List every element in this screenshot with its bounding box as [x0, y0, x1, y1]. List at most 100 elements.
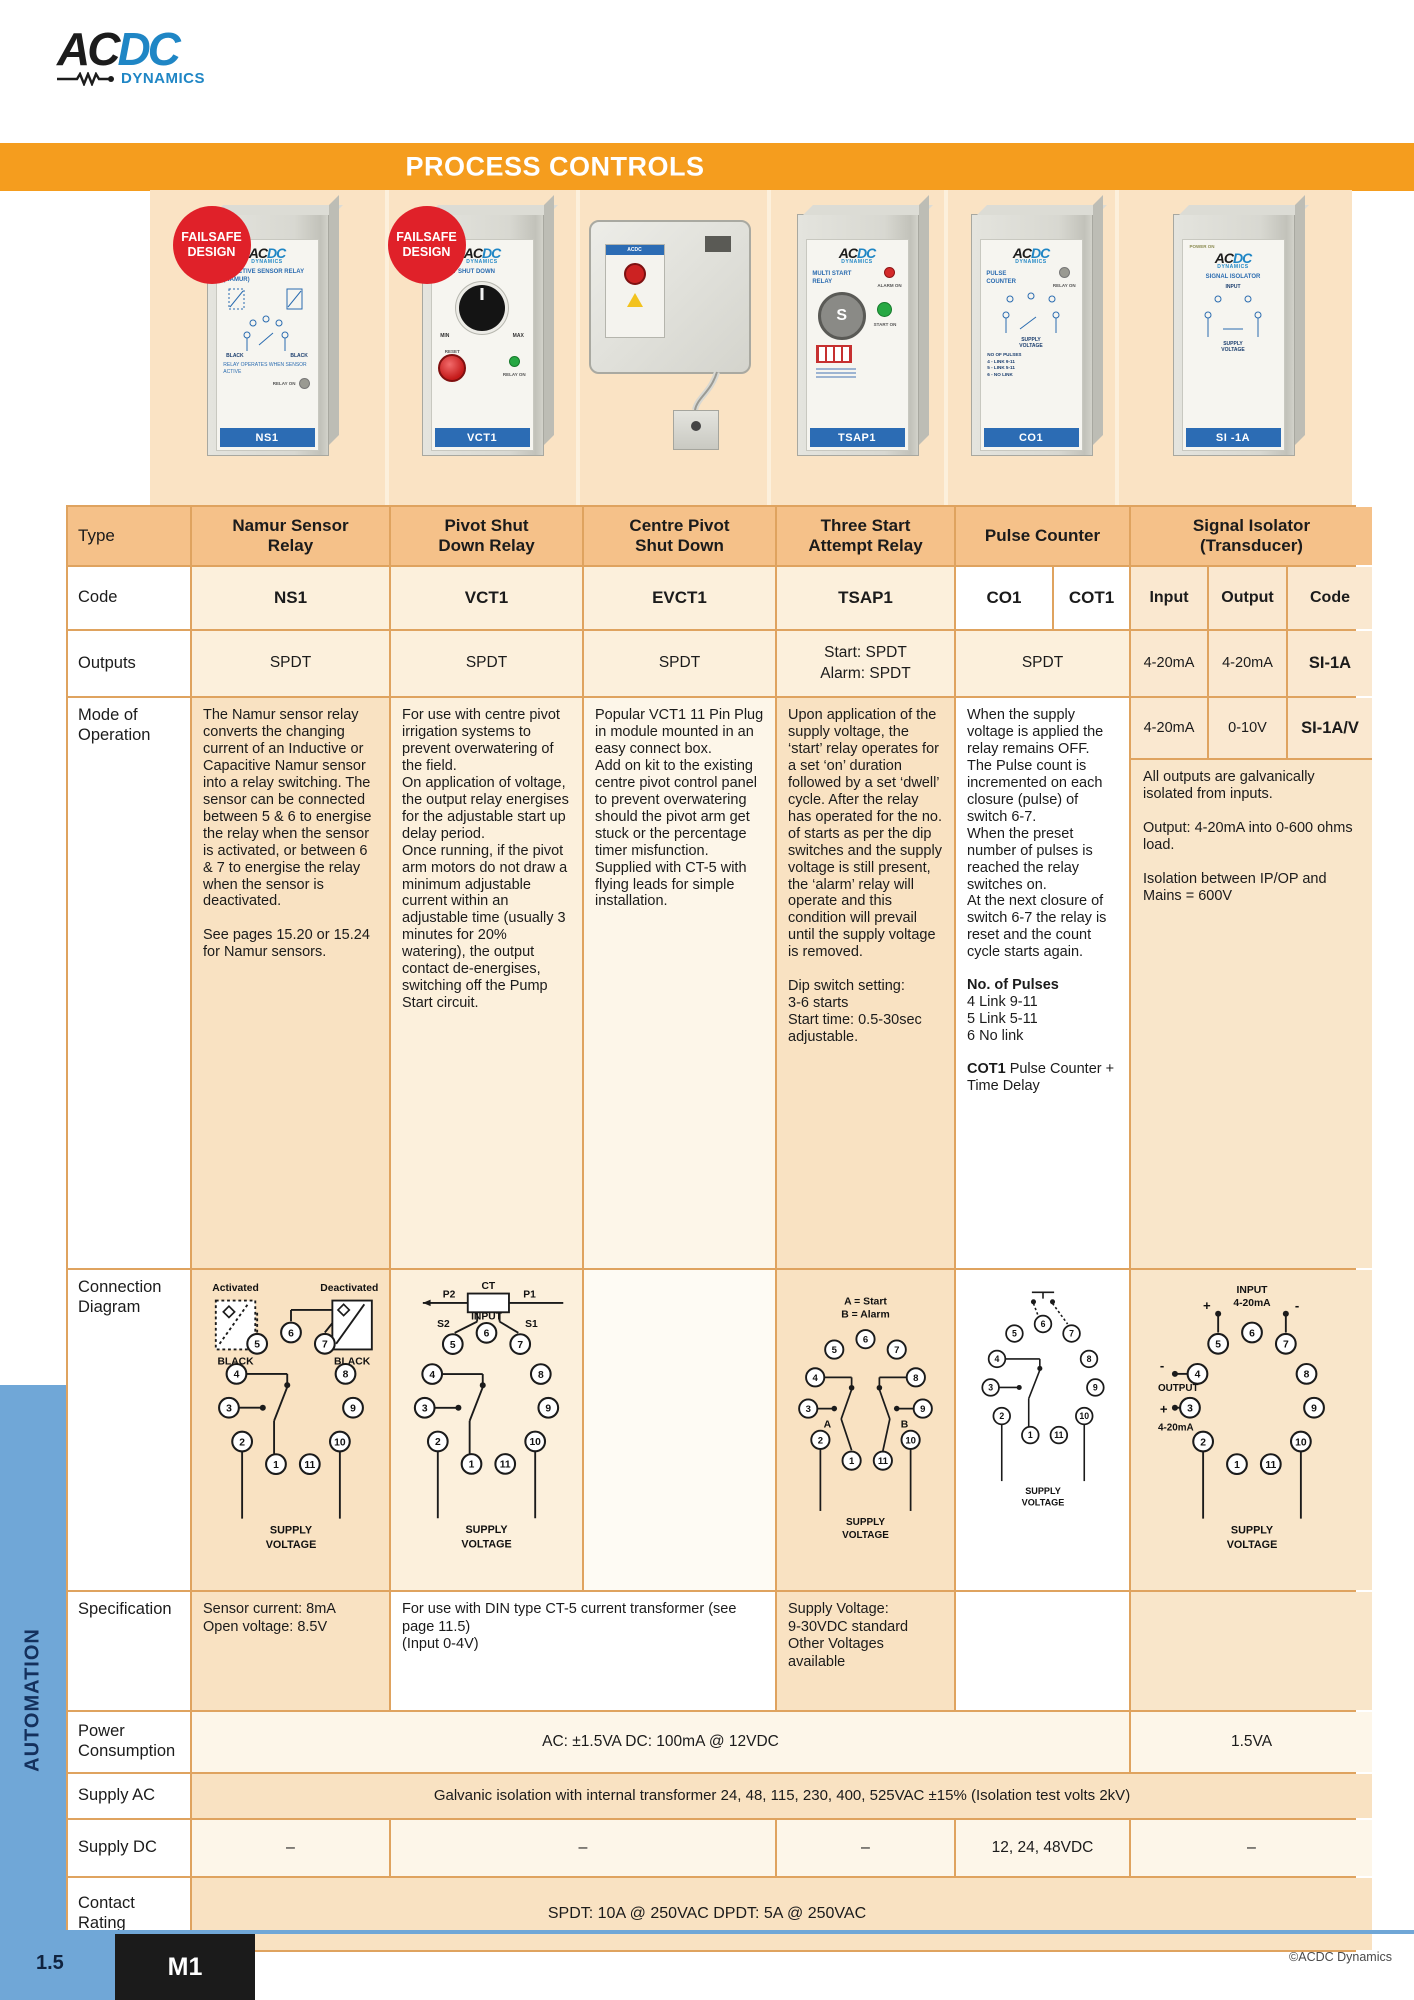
- spec-ns1: Sensor current: 8mA Open voltage: 8.5V: [192, 1592, 389, 1710]
- logo-dynamics: DYNAMICS: [121, 70, 206, 87]
- panel-note: RELAY OPERATES WHEN SENSOR ACTIVE: [223, 362, 307, 375]
- svg-text:P1: P1: [523, 1289, 536, 1300]
- svg-text:7: 7: [1069, 1329, 1074, 1339]
- svg-text:SUPPLY: SUPPLY: [846, 1517, 885, 1528]
- svg-text:3: 3: [422, 1404, 428, 1415]
- svg-text:11: 11: [500, 1460, 511, 1471]
- panel-title: MULTI START RELAY: [812, 271, 852, 285]
- section-banner: PROCESS CONTROLS: [0, 143, 1414, 191]
- svg-text:1: 1: [1234, 1460, 1240, 1471]
- device-code-band: TSAP1: [809, 428, 905, 447]
- logo-ac: AC: [57, 23, 120, 75]
- svg-text:1: 1: [1027, 1430, 1032, 1440]
- svg-text:2: 2: [435, 1437, 441, 1448]
- mode-evct1: Popular VCT1 11 Pin Plug in module mount…: [584, 698, 775, 1268]
- svg-text:+: +: [1203, 1298, 1211, 1313]
- module-knob: [623, 263, 646, 285]
- svg-text:+: +: [1159, 1401, 1167, 1416]
- resistor-icon: [57, 71, 114, 86]
- code-ns1: NS1: [192, 567, 389, 629]
- svg-text:3: 3: [226, 1403, 232, 1414]
- pedestal-unit: [672, 410, 719, 450]
- start-led-icon: [877, 301, 893, 317]
- acdc-dynamics-logo: ACDC DYNAMICS: [57, 26, 277, 87]
- row-label-power: Power Consumption: [68, 1712, 190, 1772]
- page-number: 1.5: [36, 1952, 64, 1974]
- row-label-type: Type: [68, 507, 190, 565]
- svg-text:VOLTAGE: VOLTAGE: [1226, 1539, 1277, 1551]
- row-label-mode: Mode of Operation: [68, 698, 190, 1268]
- svg-text:6: 6: [863, 1335, 868, 1346]
- logo-tagline: DYNAMICS: [57, 70, 277, 87]
- svg-text:4-20mA: 4-20mA: [1233, 1298, 1271, 1309]
- cable-gland: [704, 236, 731, 252]
- delay-knob: [459, 284, 505, 331]
- pc-pulses-list: 4 Link 9-11 5 Link 5-11 6 No link: [967, 994, 1038, 1045]
- svg-text:7: 7: [894, 1345, 899, 1356]
- supply-ac-value: Galvanic isolation with internal transfo…: [192, 1774, 1372, 1818]
- supply-dc-pc: 12, 24, 48VDC: [956, 1820, 1129, 1876]
- panel-title: PIVOT SHUT DOWN: [438, 269, 495, 275]
- svg-text:Activated: Activated: [212, 1283, 259, 1294]
- svg-text:10: 10: [1079, 1411, 1089, 1421]
- si-row1-code: SI-1A: [1288, 631, 1372, 696]
- svg-text:-: -: [1159, 1358, 1163, 1373]
- type-header-evct1: Centre Pivot Shut Down: [584, 507, 775, 565]
- svg-text:-: -: [1294, 1298, 1298, 1313]
- power-si: 1.5VA: [1131, 1712, 1372, 1772]
- si-header-code: Code: [1288, 567, 1372, 629]
- mode-pulse-counter: When the supply voltage is applied the r…: [956, 698, 1129, 1268]
- spec-pc-empty: [956, 1592, 1129, 1710]
- svg-text:Deactivated: Deactivated: [320, 1283, 378, 1294]
- row-label-supply-dc: Supply DC: [68, 1820, 190, 1876]
- type-header-pulse-counter: Pulse Counter: [956, 507, 1129, 565]
- svg-text:3: 3: [806, 1404, 811, 1415]
- mode-tsap1: Upon application of the supply voltage, …: [777, 698, 954, 1268]
- si-row1-input: 4-20mA: [1131, 631, 1207, 696]
- warning-triangle-icon: [626, 293, 643, 307]
- svg-text:4: 4: [1194, 1370, 1200, 1381]
- row-label-spec: Specification: [68, 1592, 190, 1710]
- product-photo-evct1: ACDC: [588, 214, 759, 464]
- svg-text:SUPPLY: SUPPLY: [269, 1525, 312, 1537]
- svg-text:VOLTAGE: VOLTAGE: [842, 1530, 889, 1541]
- svg-text:4: 4: [233, 1370, 239, 1381]
- mode-ns1: The Namur sensor relay converts the chan…: [192, 698, 389, 1268]
- code-vct1: VCT1: [391, 567, 582, 629]
- power-main: AC: ±1.5VA DC: 100mA @ 12VDC: [192, 1712, 1129, 1772]
- relay-led-icon: [1058, 267, 1070, 278]
- svg-text:5: 5: [450, 1340, 456, 1351]
- panel-supply-label: SUPPLY VOLTAGE: [1221, 340, 1245, 353]
- svg-text:6: 6: [1249, 1328, 1255, 1339]
- svg-text:11: 11: [878, 1456, 889, 1467]
- panel-input-label: INPUT: [1225, 283, 1241, 290]
- svg-text:B: B: [901, 1420, 909, 1431]
- outputs-vct1: SPDT: [391, 631, 582, 696]
- logo-wordmark: ACDC: [57, 26, 277, 72]
- sidebar-footer-strip: [0, 1930, 115, 2000]
- product-cell-evct1: ACDC: [576, 190, 767, 505]
- svg-text:4: 4: [813, 1373, 819, 1384]
- svg-text:8: 8: [913, 1373, 918, 1384]
- svg-text:INPUT: INPUT: [471, 1312, 503, 1323]
- svg-text:7: 7: [517, 1340, 523, 1351]
- svg-text:5: 5: [1215, 1340, 1221, 1351]
- spec-tsap1: Supply Voltage: 9-30VDC standard Other V…: [777, 1592, 954, 1710]
- spec-vct1-evct1: For use with DIN type CT-5 current trans…: [391, 1592, 775, 1710]
- relay-led-icon: [298, 378, 310, 389]
- svg-text:2: 2: [999, 1411, 1004, 1421]
- sidebar-label: AUTOMATION: [21, 1628, 44, 1772]
